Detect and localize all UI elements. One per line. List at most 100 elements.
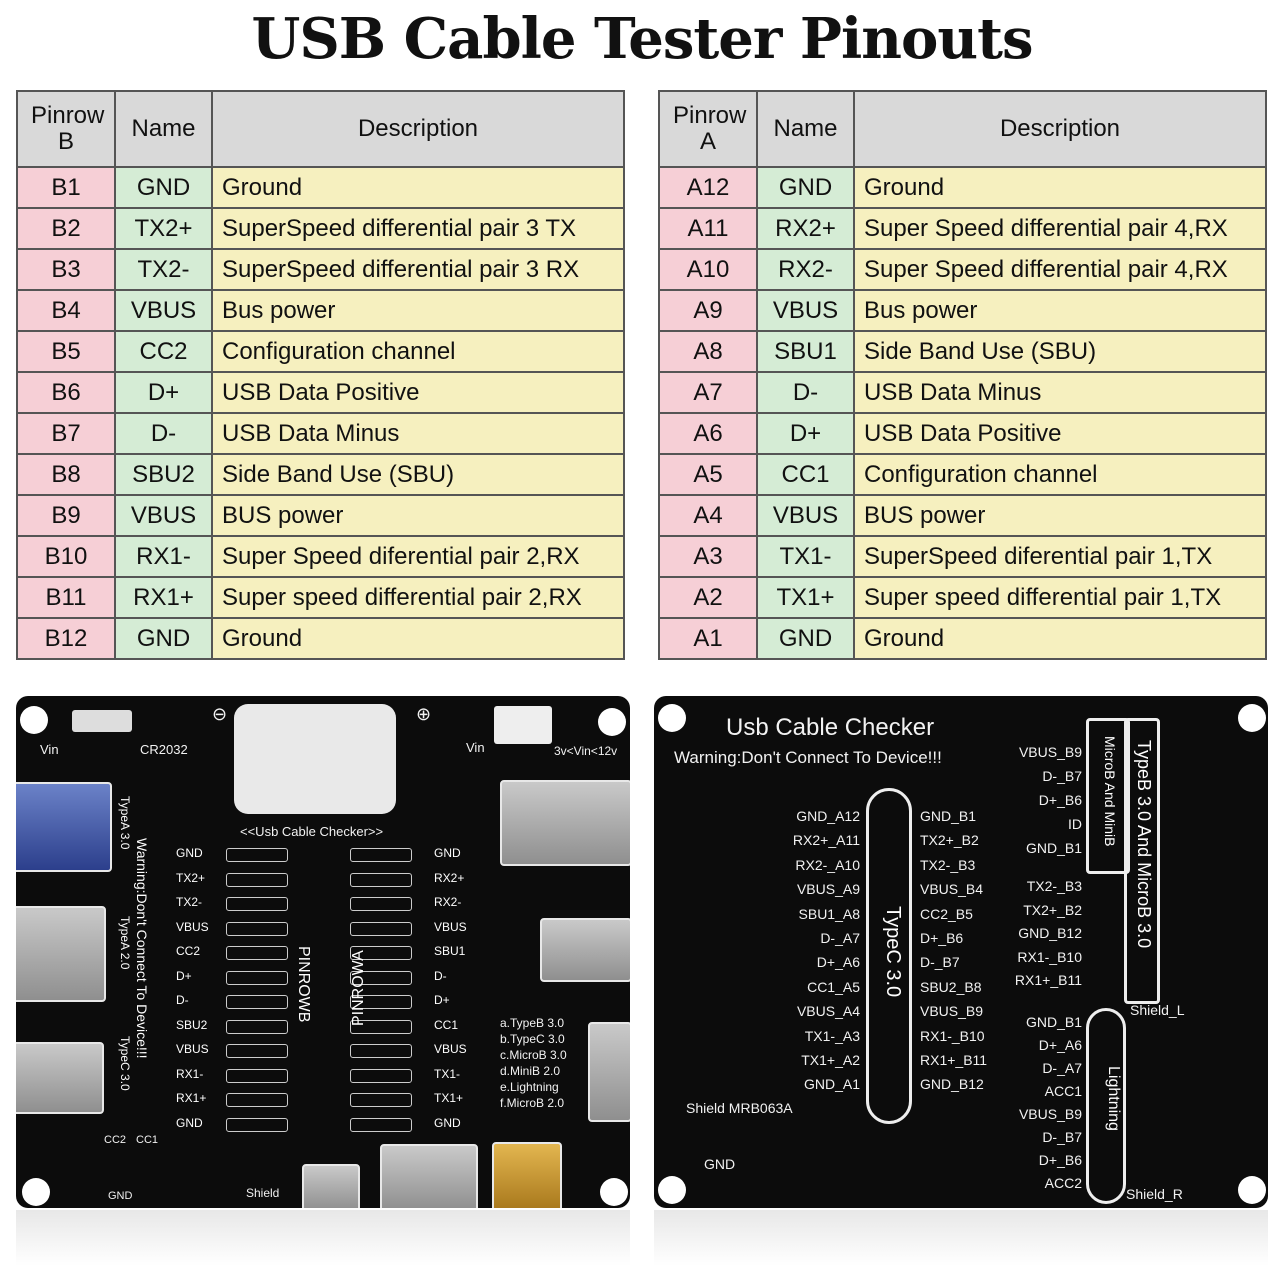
- pin-label: TX2-: [176, 895, 203, 909]
- pin-label: RX1+_B11: [1014, 972, 1082, 988]
- test-led-pad: [350, 970, 412, 985]
- test-led-pad: [350, 946, 412, 960]
- pin-cell: A4: [658, 494, 758, 537]
- pin-label: RX1-_B10: [920, 1027, 985, 1044]
- pin-label: VBUS: [176, 1042, 209, 1056]
- name-cell: D+: [114, 371, 213, 414]
- minib-port[interactable]: [492, 1142, 562, 1208]
- description-cell: Side Band Use (SBU): [853, 330, 1267, 373]
- shield-label: Shield: [246, 1186, 280, 1200]
- pin-label: RX1-: [176, 1066, 204, 1081]
- pin-cell: B1: [16, 166, 116, 209]
- usb-b3-port[interactable]: [500, 780, 630, 866]
- test-led-pad: [350, 897, 412, 911]
- pin-cell: A6: [658, 412, 758, 455]
- name-cell: GND: [114, 617, 213, 660]
- name-cell: SBU2: [114, 453, 213, 496]
- description-cell: Ground: [211, 617, 625, 660]
- pin-label: D-_B7: [1042, 1129, 1082, 1145]
- pin-cell: A12: [658, 166, 758, 209]
- pin-label: D+_A6: [1038, 1037, 1082, 1053]
- name-cell: VBUS: [114, 494, 213, 537]
- vin-label-right: Vin: [466, 740, 485, 755]
- microb3-port[interactable]: [588, 1022, 630, 1122]
- test-led-pad: [226, 1068, 288, 1083]
- power-switch[interactable]: [72, 710, 132, 732]
- pin-label: VBUS_B9: [920, 1003, 984, 1020]
- name-cell: TX2+: [114, 207, 213, 250]
- description-cell: Ground: [211, 166, 625, 209]
- pin-label: TX2-_B3: [920, 856, 976, 873]
- usb-c-port[interactable]: [16, 1042, 104, 1114]
- test-led-pad: [350, 1068, 412, 1083]
- pin-label: VBUS_A4: [796, 1003, 860, 1020]
- pin-label: GND_B12: [920, 1076, 984, 1093]
- pin-label: RX1+_B11: [920, 1052, 988, 1068]
- description-cell: USB Data Positive: [853, 412, 1267, 455]
- pin-label: GND_B12: [1018, 925, 1082, 941]
- pin-label: TX1+: [434, 1091, 464, 1105]
- pin-label: VBUS_B9: [1018, 744, 1082, 760]
- col-header-pinrow: Pinrow A: [658, 90, 758, 168]
- legend-item: c.MicroB 3.0: [500, 1048, 567, 1062]
- pin-label: D+: [176, 968, 192, 983]
- shield-l-label: Shield_L: [1130, 1002, 1185, 1018]
- pin-label: TX2+_B2: [1023, 901, 1082, 918]
- microb-label: MicroB And MiniB: [1102, 736, 1118, 847]
- microb2-port[interactable]: [302, 1164, 360, 1208]
- pin-label: ACC1: [1044, 1083, 1082, 1099]
- pinrow-b-header: Pinrow B: [31, 102, 105, 155]
- name-cell: D-: [114, 412, 213, 455]
- lightning-label: Lightning: [1105, 1066, 1122, 1131]
- pin-label: SBU1: [434, 944, 466, 958]
- power-connector: [494, 706, 552, 744]
- pin-label: ID: [1068, 816, 1082, 832]
- pin-label: D+: [434, 993, 450, 1007]
- pin-label: D+_B6: [1038, 1152, 1082, 1168]
- mount-hole: [600, 1178, 628, 1206]
- pin-label: GND_A12: [796, 808, 860, 824]
- description-cell: Super speed differential pair 2,RX: [211, 576, 625, 619]
- pin-label: ACC2: [1044, 1175, 1082, 1191]
- name-cell: GND: [756, 166, 855, 209]
- name-cell: CC1: [756, 453, 855, 496]
- pin-label: RX2+: [434, 870, 465, 885]
- pin-cell: A10: [658, 248, 758, 291]
- pin-label: VBUS_B9: [1018, 1106, 1082, 1122]
- description-cell: USB Data Minus: [211, 412, 625, 455]
- pin-label: GND_B1: [1025, 840, 1082, 856]
- page-title: USB Cable Tester Pinouts: [251, 6, 1034, 72]
- pin-label: CC2: [176, 944, 201, 958]
- lightning-port[interactable]: [380, 1144, 478, 1208]
- mount-hole: [598, 708, 626, 736]
- pin-label: GND_B1: [1025, 1014, 1082, 1030]
- pin-cell: B2: [16, 207, 116, 250]
- description-cell: BUS power: [211, 494, 625, 537]
- usb-c-female-port[interactable]: [540, 918, 630, 982]
- description-cell: BUS power: [853, 494, 1267, 537]
- pin-label: D-_B7: [1042, 768, 1082, 784]
- test-led-pad: [226, 946, 288, 960]
- name-cell: CC2: [114, 330, 213, 373]
- pin-label: VBUS_B4: [920, 881, 984, 898]
- pin-label: D-: [176, 993, 189, 1007]
- pin-label: D-: [434, 968, 447, 983]
- usb-a2-port[interactable]: [16, 906, 106, 1002]
- pin-label: TX1-_A3: [804, 1027, 860, 1044]
- pin-cell: B3: [16, 248, 116, 291]
- usb-a3-port[interactable]: [16, 782, 112, 872]
- col-header-name: Name: [114, 90, 213, 168]
- pin-cell: A3: [658, 535, 758, 578]
- description-cell: Ground: [853, 166, 1267, 209]
